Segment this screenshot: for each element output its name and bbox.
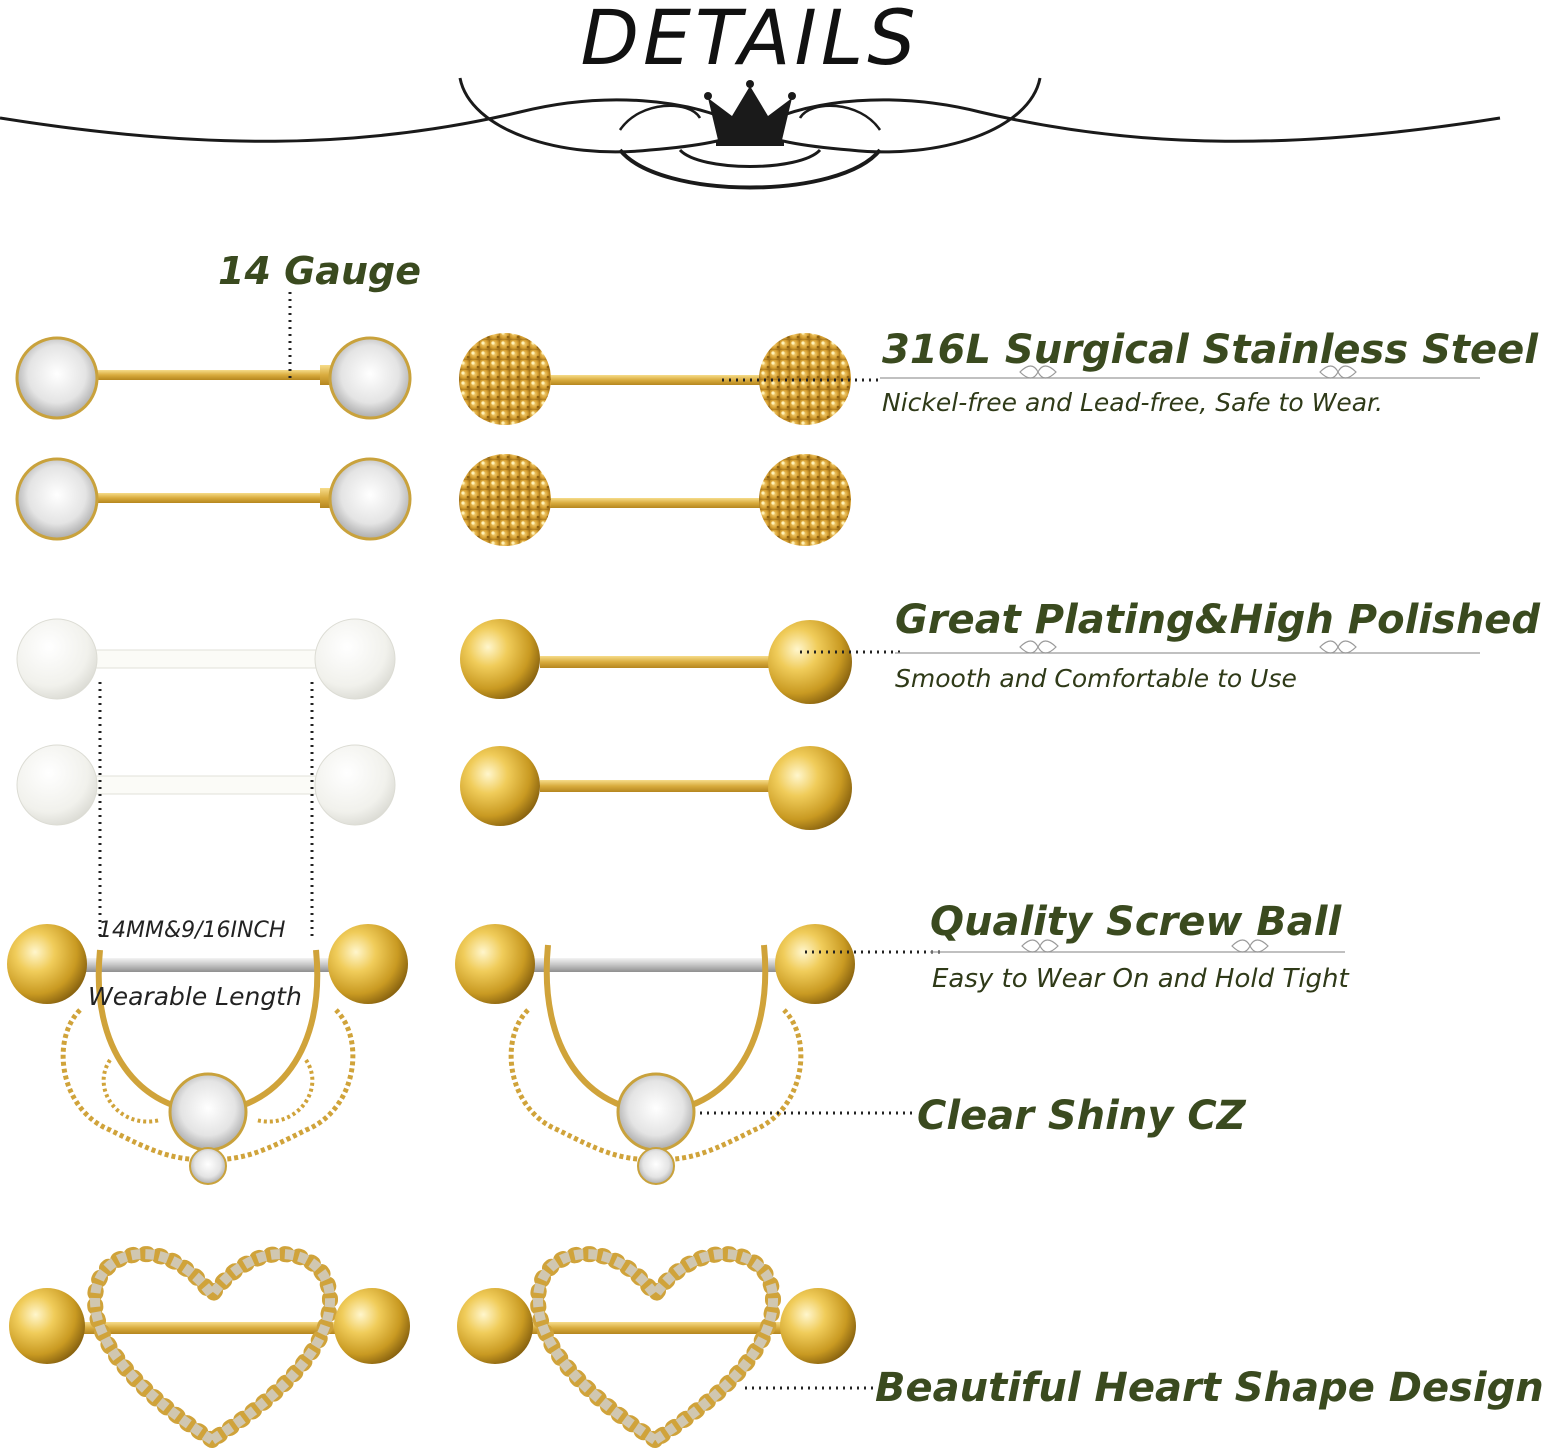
cz-callout-title: Clear Shiny CZ (917, 1093, 1246, 1139)
clear-barbell-2 (16, 744, 396, 826)
cz-barbell-1 (15, 336, 412, 420)
plating-callout-title: Great Plating&High Polished (895, 597, 1541, 643)
shield-barbell-left (7, 924, 408, 1185)
clear-barbell-1 (16, 618, 396, 700)
length-caption-label: Wearable Length (88, 982, 302, 1011)
gauge-callout: 14 Gauge (218, 249, 421, 293)
heart-barbell-right (457, 1246, 856, 1450)
infinity-divider-icon (880, 365, 1480, 953)
sparkle-barbell-1 (459, 333, 851, 425)
screw-callout-subtitle: Easy to Wear On and Hold Tight (932, 964, 1349, 994)
steel-callout-subtitle: Nickel-free and Lead-free, Safe to Wear. (882, 388, 1383, 417)
illustration-layer (0, 77, 1501, 1450)
length-value-label: 14MM&9/16INCH (98, 918, 286, 943)
page-title: DETAILS (580, 0, 920, 82)
gold-barbell-1 (460, 619, 852, 704)
steel-callout-title: 316L Surgical Stainless Steel (882, 327, 1538, 373)
heart-callout-title: Beautiful Heart Shape Design (875, 1365, 1544, 1411)
gold-barbell-2 (460, 746, 852, 830)
shield-barbell-right (455, 924, 855, 1185)
crown-icon (704, 80, 796, 146)
heart-barbell-left (9, 1246, 410, 1450)
sparkle-barbell-2 (459, 454, 851, 546)
leader-lines (98, 292, 940, 1390)
cz-barbell-2 (15, 457, 412, 541)
screw-callout-title: Quality Screw Ball (930, 899, 1342, 945)
plating-callout-subtitle: Smooth and Comfortable to Use (895, 664, 1297, 693)
